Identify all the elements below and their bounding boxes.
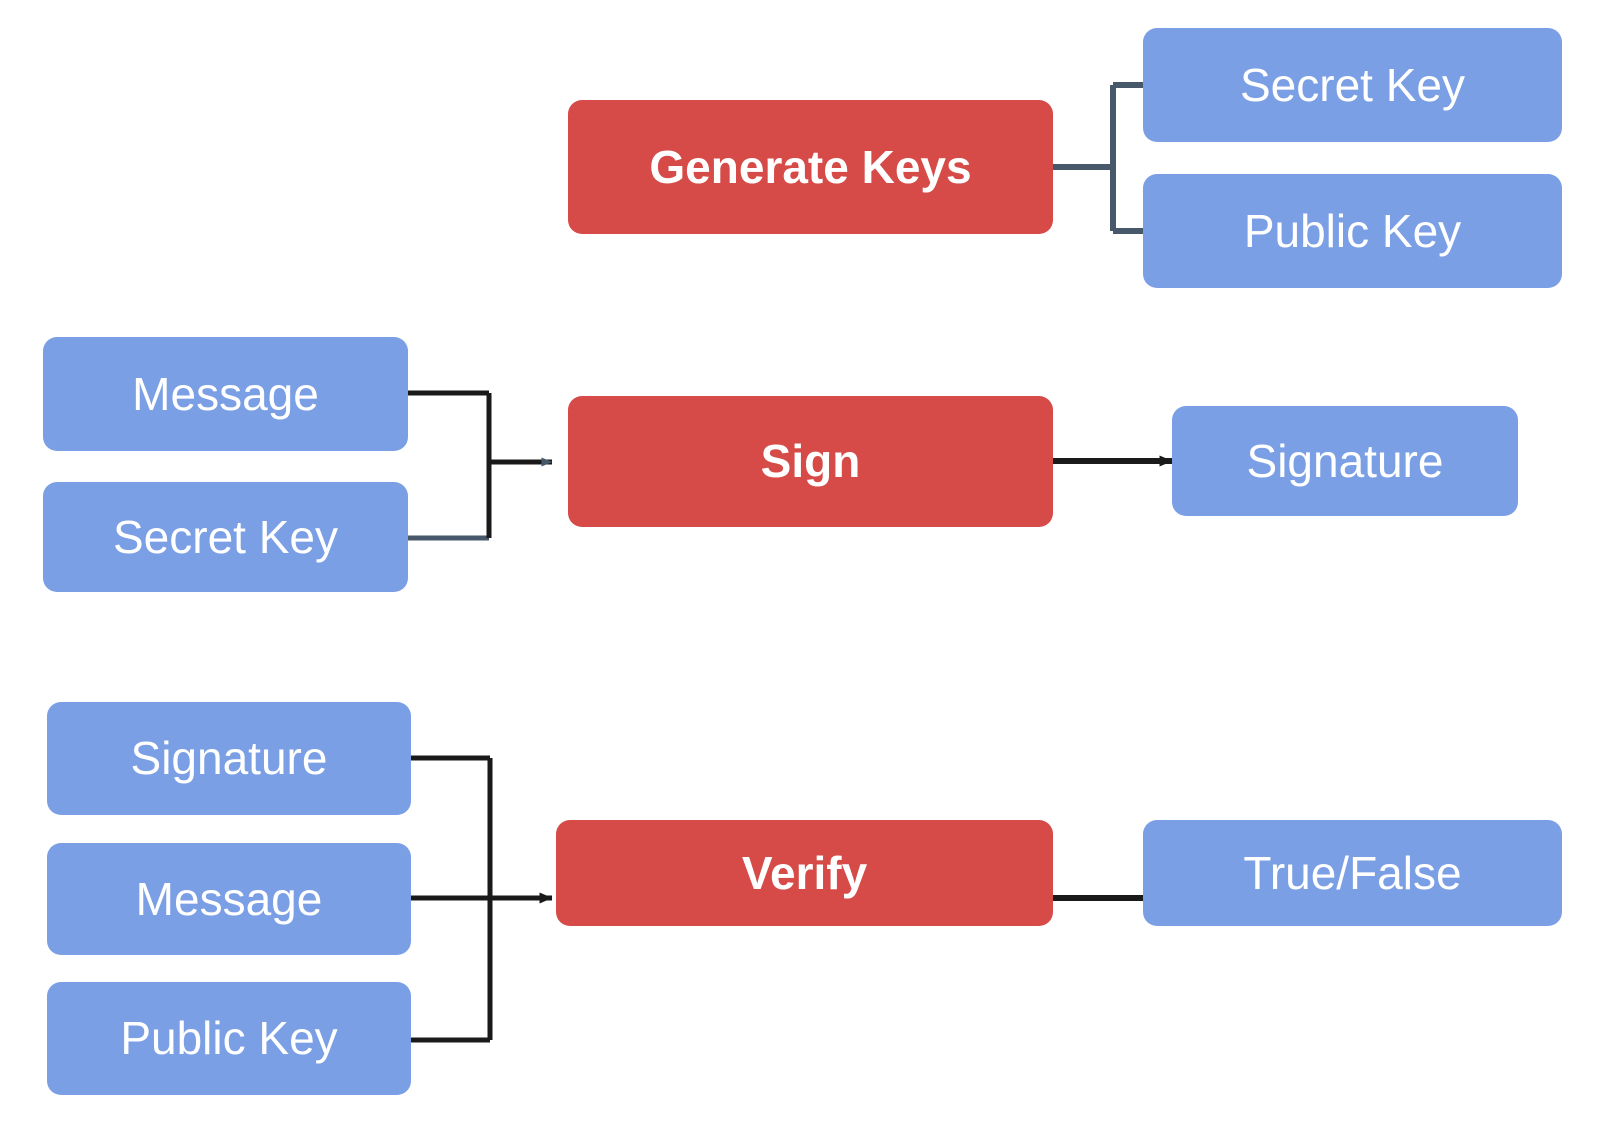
edge-sign-inputs (408, 390, 553, 541)
edge-verify-inputs (411, 755, 553, 1043)
node-verify[interactable]: Verify (556, 820, 1053, 926)
node-verify-input-public-key-label: Public Key (120, 1012, 338, 1065)
node-sign-input-secret-key-label: Secret Key (113, 510, 338, 563)
node-generate-keys[interactable]: Generate Keys (568, 100, 1053, 234)
node-public-key-output-label: Public Key (1243, 204, 1462, 257)
node-sign[interactable]: Sign (568, 396, 1053, 527)
node-sign-input-message[interactable]: Message (43, 337, 408, 451)
node-sign-label: Sign (760, 435, 861, 488)
node-public-key-output[interactable]: Public Key (1143, 174, 1562, 288)
node-verify-input-signature[interactable]: Signature (47, 702, 411, 815)
node-verify-result[interactable]: True/False (1143, 820, 1562, 926)
node-signature-output[interactable]: Signature (1172, 406, 1518, 516)
node-signature-output-label: Signature (1246, 434, 1444, 487)
node-secret-key-output[interactable]: Secret Key (1143, 28, 1562, 142)
node-verify-input-public-key[interactable]: Public Key (47, 982, 411, 1095)
node-secret-key-output-label: Secret Key (1240, 58, 1465, 111)
node-verify-result-label: True/False (1243, 846, 1462, 899)
node-generate-keys-label: Generate Keys (649, 140, 972, 193)
node-sign-input-message-label: Message (132, 367, 319, 420)
node-sign-input-secret-key[interactable]: Secret Key (43, 482, 408, 592)
node-verify-input-message-label: Message (135, 872, 323, 925)
node-verify-input-signature-label: Signature (130, 732, 328, 785)
node-verify-label: Verify (741, 846, 868, 899)
node-verify-input-message[interactable]: Message (47, 843, 411, 955)
